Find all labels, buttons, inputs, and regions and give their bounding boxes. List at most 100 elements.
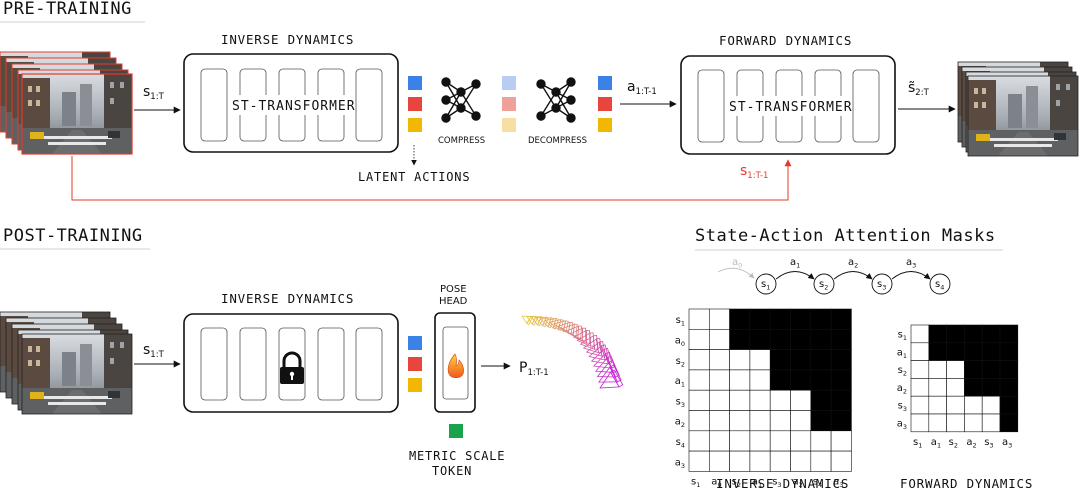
mask-cell-blocked xyxy=(830,308,852,330)
mask-cell-open xyxy=(910,360,930,379)
mask-cell-open xyxy=(830,450,852,472)
mask-cell-blocked xyxy=(810,389,832,411)
mask-row-label: s4 xyxy=(676,437,685,450)
mask-cell-blocked xyxy=(749,328,771,350)
mask-cell-open xyxy=(810,450,832,472)
mask-cell-blocked xyxy=(810,308,832,330)
chain-state-label: s4 xyxy=(935,279,944,292)
mask-cell-blocked xyxy=(830,328,852,350)
mask-cell-blocked xyxy=(810,328,832,350)
post-inverse-dynamics-box xyxy=(183,313,399,413)
mask-row-label: s1 xyxy=(676,315,685,328)
camera-frustum xyxy=(565,325,582,339)
mask-cell-open xyxy=(981,413,1001,433)
mask-row-label: s2 xyxy=(898,365,907,378)
mask-cell-open xyxy=(790,389,812,411)
mask-cell-open xyxy=(790,430,812,452)
mask-cell-open xyxy=(708,328,730,350)
mask-cell-blocked xyxy=(830,410,852,432)
decompress-label: DECOMPRESS xyxy=(528,136,587,146)
mask-cell-blocked xyxy=(729,328,751,350)
mask-row-label: a1 xyxy=(897,347,907,360)
chain-state-node xyxy=(755,273,777,295)
mask-cell-open xyxy=(928,395,947,415)
mask-cell-open xyxy=(964,395,983,415)
mask-cell-open xyxy=(708,349,730,371)
compressed-token-blue xyxy=(502,76,516,90)
mask-cell-blocked xyxy=(810,369,832,391)
inverse-mask-caption: INVERSE DYNAMICS xyxy=(716,476,849,489)
mask-cell-open xyxy=(946,413,965,433)
chain-state-label: s1 xyxy=(761,279,770,292)
token-column xyxy=(355,68,383,142)
latent-token-yellow xyxy=(408,378,422,392)
mask-cell-open xyxy=(946,360,965,379)
mask-row-label: s2 xyxy=(676,356,685,369)
mask-cell-blocked xyxy=(999,413,1019,433)
camera-frustum xyxy=(598,364,622,383)
input-frame xyxy=(21,73,133,155)
camera-frustum xyxy=(582,337,603,354)
mask-cell-blocked xyxy=(729,308,751,330)
mask-cell-blocked xyxy=(999,342,1019,361)
mask-cell-open xyxy=(946,378,965,397)
mask-cell-open xyxy=(790,410,812,432)
posttraining-input-frames xyxy=(0,311,133,415)
mask-cell-open xyxy=(688,308,710,330)
decompressed-tokens xyxy=(598,76,612,132)
chain-transition-arrow xyxy=(833,271,873,280)
mask-col-label: a2 xyxy=(966,437,976,450)
mask-cell-blocked xyxy=(981,324,1001,344)
chain-action-label: a3 xyxy=(906,257,916,270)
mask-cell-open xyxy=(708,430,730,452)
camera-frustum xyxy=(599,369,624,389)
mask-cell-open xyxy=(749,450,771,472)
mask-col-label: s2 xyxy=(732,476,741,489)
mask-cell-open xyxy=(910,342,930,361)
mask-cell-blocked xyxy=(964,360,983,379)
mask-cell-open xyxy=(688,430,710,452)
mask-cell-open xyxy=(810,430,832,452)
mask-cell-blocked xyxy=(999,395,1019,415)
compressed-token-red xyxy=(502,97,516,111)
camera-trajectory xyxy=(521,315,624,389)
token-column xyxy=(355,327,383,401)
prev-state-label: s1:T-1 xyxy=(740,163,768,181)
pretraining-output-frames xyxy=(957,61,1079,157)
posttraining-title: POST-TRAINING xyxy=(3,226,143,246)
mask-cell-blocked xyxy=(981,342,1001,361)
latent-token-red xyxy=(408,357,422,371)
mask-col-label: s2 xyxy=(949,437,958,450)
mask-cell-blocked xyxy=(830,349,852,371)
mask-cell-open xyxy=(708,369,730,391)
mask-cell-open xyxy=(964,413,983,433)
chain-action-label: a2 xyxy=(848,257,858,270)
latent-token-blue xyxy=(408,336,422,350)
mask-cell-blocked xyxy=(999,378,1019,397)
camera-frustum xyxy=(579,335,599,350)
camera-frustum xyxy=(521,315,534,326)
mask-col-label: a1 xyxy=(931,437,941,450)
compressed-tokens xyxy=(502,76,516,132)
mask-row-label: a2 xyxy=(897,383,907,396)
mask-col-label: s1 xyxy=(691,476,700,489)
mask-col-label: a3 xyxy=(1002,437,1012,450)
camera-frustum xyxy=(572,329,591,344)
mask-cell-open xyxy=(910,395,930,415)
latent-actions-label: LATENT ACTIONS xyxy=(358,170,470,184)
mask-col-label: s3 xyxy=(772,476,781,489)
mask-col-label: s4 xyxy=(813,476,822,489)
mask-cell-open xyxy=(688,389,710,411)
compress-label: COMPRESS xyxy=(438,136,485,146)
metric-scale-token xyxy=(449,424,463,438)
mask-col-label: s1 xyxy=(913,437,922,450)
mask-cell-open xyxy=(729,389,751,411)
mask-cell-open xyxy=(928,413,947,433)
attention-title: State-Action Attention Masks xyxy=(695,226,996,246)
token-column xyxy=(317,327,345,401)
token-column xyxy=(278,327,306,401)
mask-cell-open xyxy=(688,450,710,472)
mask-cell-open xyxy=(749,410,771,432)
